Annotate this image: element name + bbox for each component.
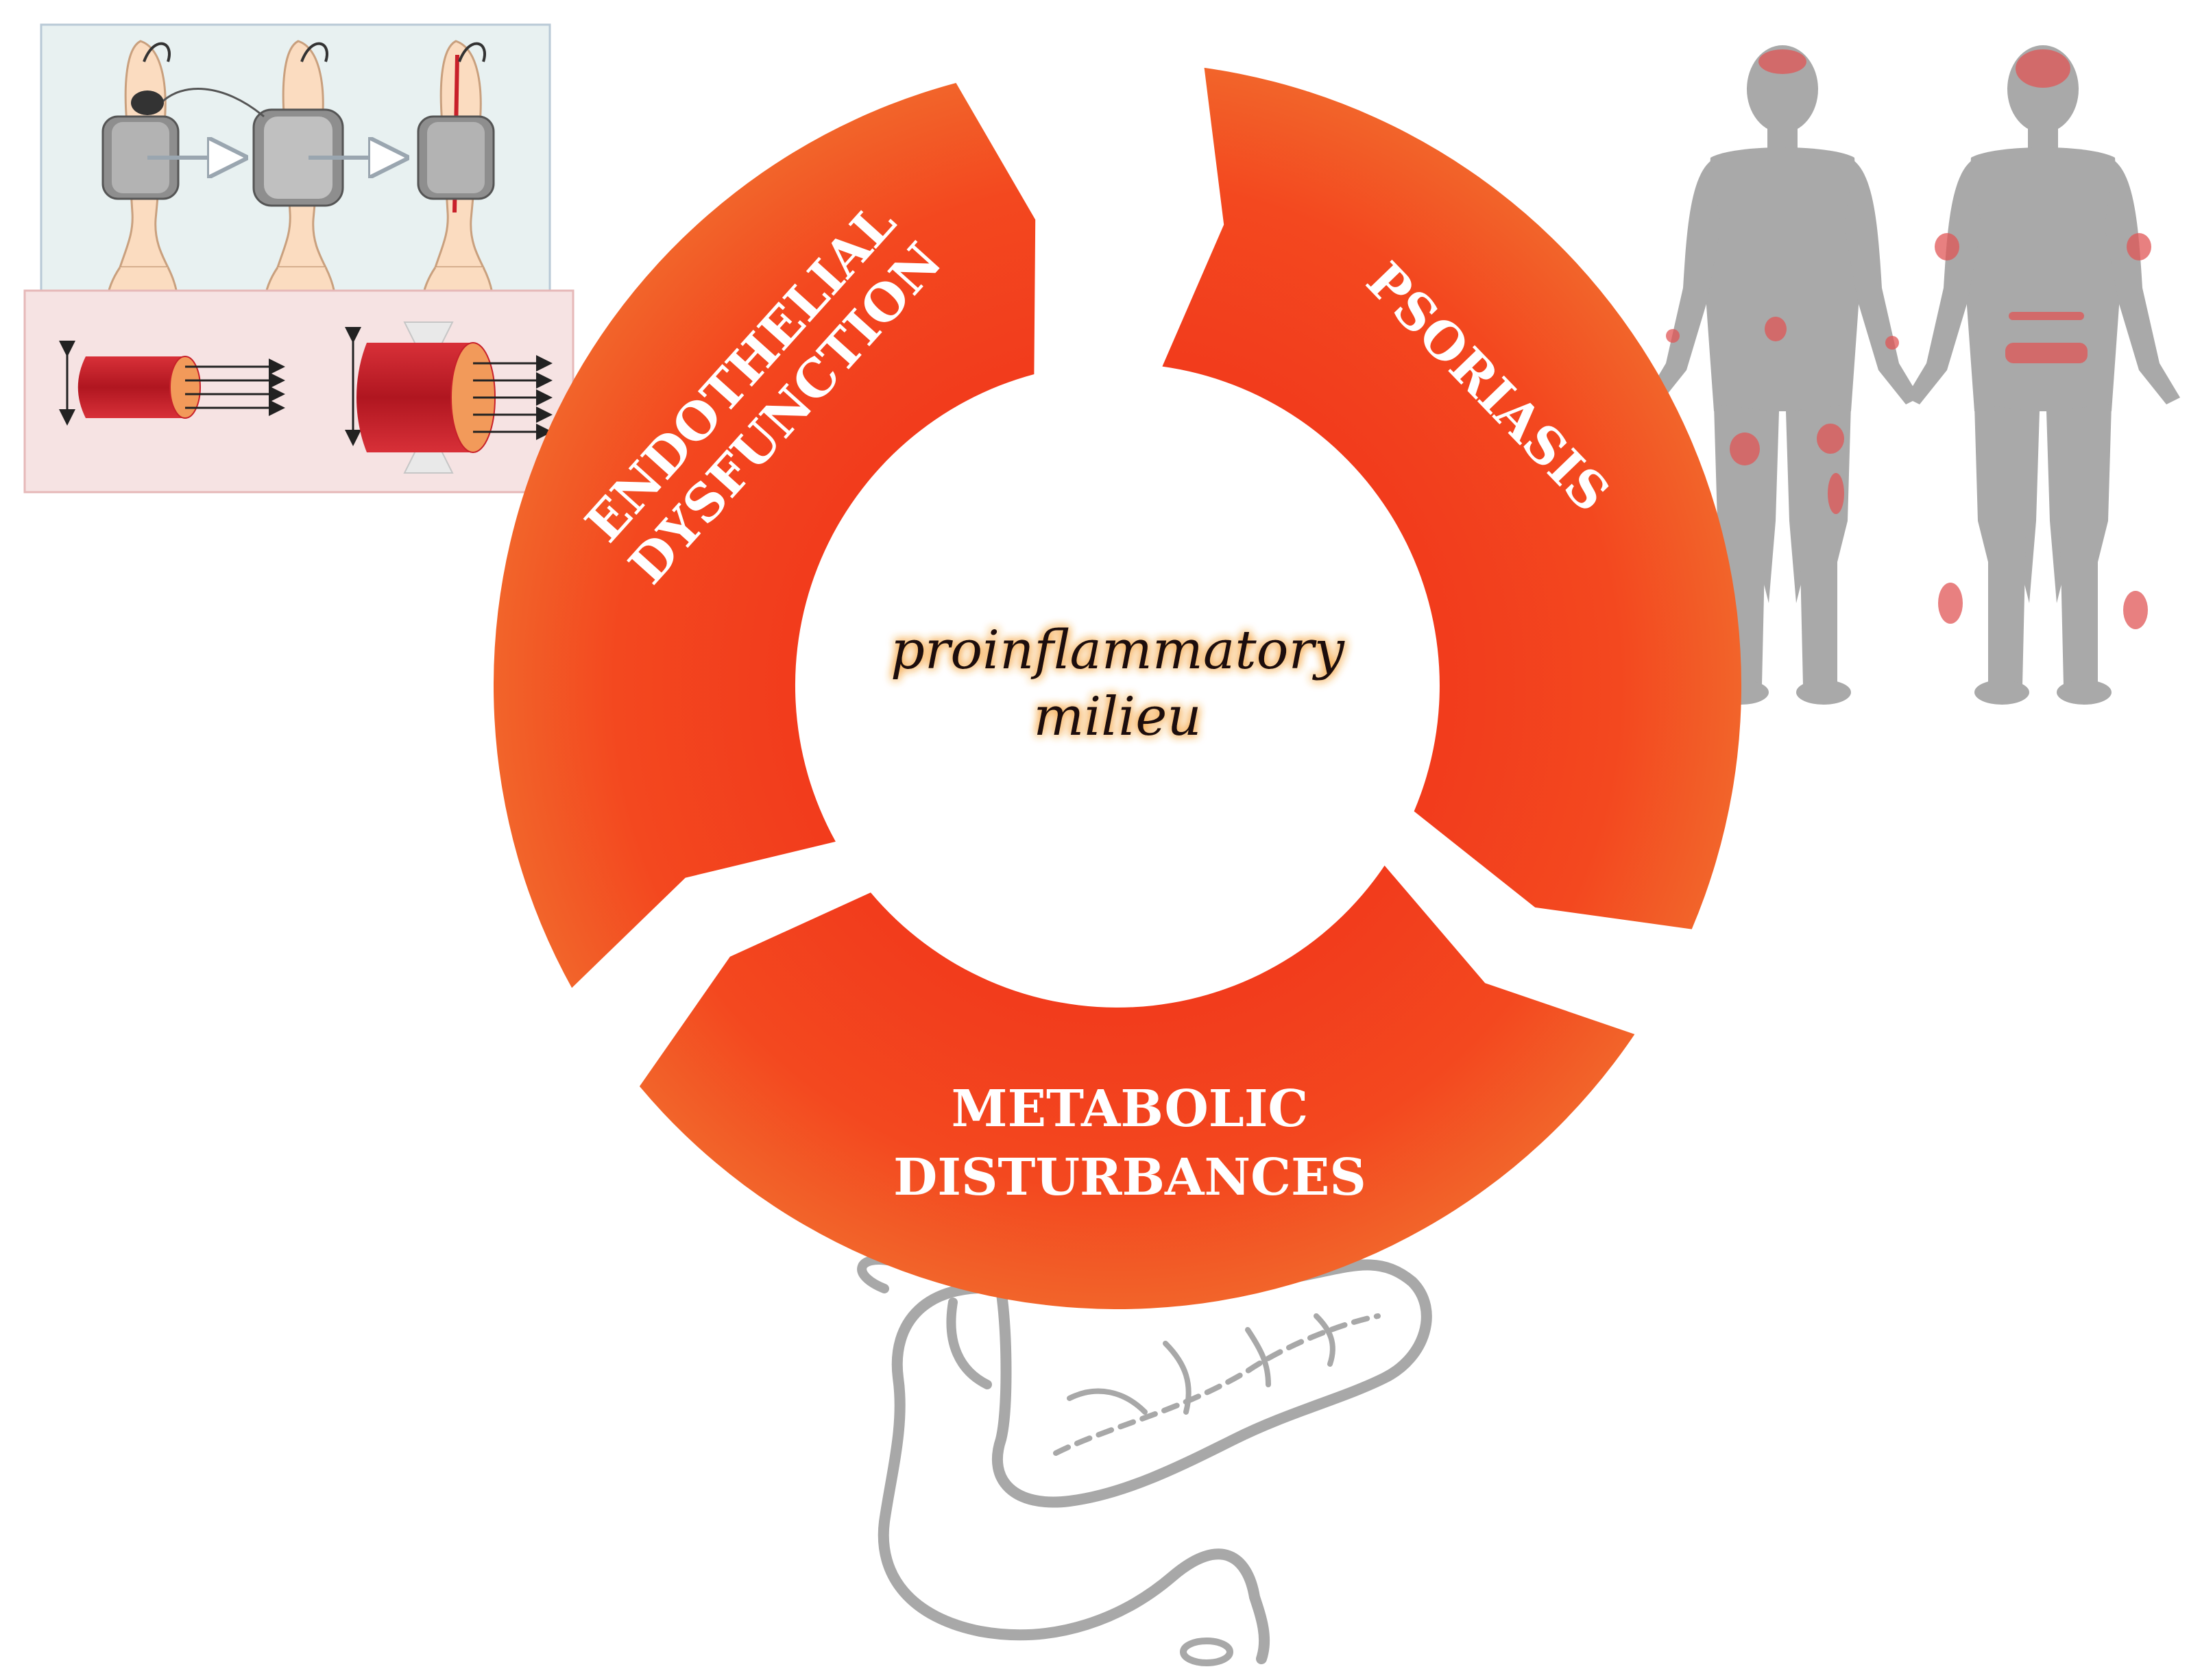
label-metabolic-line1: METABOLIC: [952, 1080, 1309, 1139]
segment-endothelial-dysfunction: [493, 83, 1036, 988]
blood-pressure-panel: [23, 23, 575, 494]
segment-psoriasis: [1162, 67, 1742, 929]
cycle-ring: [493, 67, 1742, 1309]
label-metabolic-line2: DISTURBANCES: [893, 1148, 1366, 1207]
center-label-line2: milieu: [1033, 686, 1201, 748]
center-label: proinflammatory milieu: [891, 620, 1345, 748]
blood-vessel-icon: [59, 321, 553, 474]
label-metabolic-disturbances: METABOLIC DISTURBANCES: [893, 1080, 1366, 1207]
segment-metabolic-disturbances: [639, 865, 1635, 1309]
human-body-back-icon: [1906, 45, 2180, 705]
center-label-line1: proinflammatory: [891, 620, 1345, 681]
